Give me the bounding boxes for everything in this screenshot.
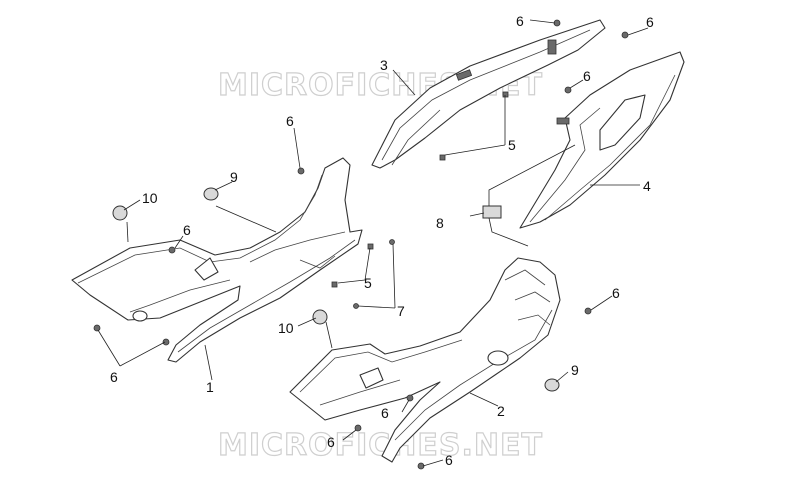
callout-9-lower: 9 (571, 362, 579, 378)
callout-6-top-right: 6 (646, 14, 654, 30)
callout-10-upper: 10 (142, 190, 158, 206)
callout-9-upper: 9 (230, 169, 238, 185)
part-3-tail-cover-left (371, 19, 606, 169)
callout-8: 8 (436, 215, 444, 231)
callout-6-lower-mid: 6 (381, 405, 389, 421)
callout-6-upper-right: 6 (583, 68, 591, 84)
callout-6-bottom: 6 (445, 452, 453, 468)
grommet-9-lower (544, 378, 560, 392)
callout-10-lower: 10 (278, 320, 294, 336)
callout-3: 3 (380, 57, 388, 73)
callout-1: 1 (206, 379, 214, 395)
part-1-side-panel-left (71, 157, 363, 363)
callout-6-bottom-left: 6 (327, 434, 335, 450)
callout-7: 7 (397, 303, 405, 319)
leader-lines (97, 19, 649, 467)
callout-6-lower-left: 6 (110, 369, 118, 385)
grommet-10-lower (312, 309, 328, 325)
callout-5-upper: 5 (508, 137, 516, 153)
callout-6-left: 6 (183, 222, 191, 238)
callout-6-top: 6 (516, 13, 524, 29)
grommet-9-upper (203, 187, 219, 201)
watermark-bottom: MICROFICHES.NET (218, 428, 543, 463)
callout-6-upper-left: 6 (286, 113, 294, 129)
part-8-clip (482, 144, 576, 247)
callout-2: 2 (497, 403, 505, 419)
callout-labels: 1 2 3 4 5 5 6 6 6 6 6 6 6 6 6 6 7 8 9 9 … (110, 13, 654, 468)
fasteners (93, 19, 629, 470)
callout-5-lower: 5 (364, 275, 372, 291)
grommets (112, 187, 560, 392)
callout-6-right: 6 (612, 285, 620, 301)
grommet-10-left (112, 205, 128, 221)
part-4-tail-cover-right (519, 51, 685, 229)
callout-4: 4 (643, 178, 651, 194)
part-2-side-panel-right (289, 257, 561, 463)
